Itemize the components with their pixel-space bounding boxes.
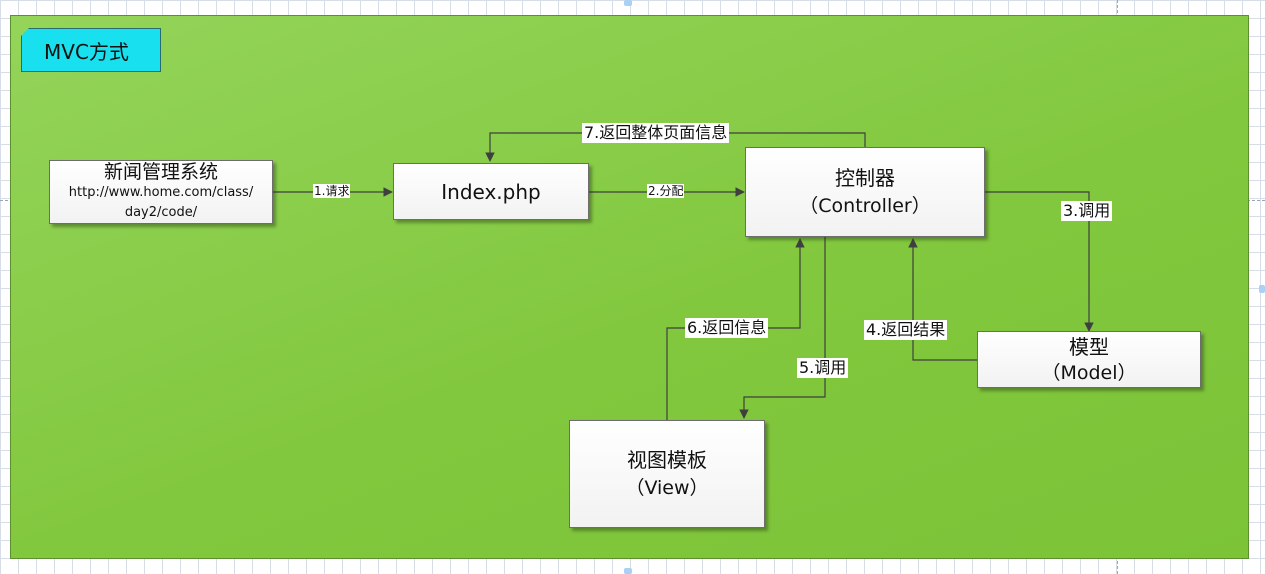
edge-label-call-model: 3.调用 <box>1061 201 1113 221</box>
edge-label-return-page: 7.返回整体页面信息 <box>582 123 730 143</box>
edge-label-dispatch: 2.分配 <box>647 184 685 198</box>
edge-call-view[interactable] <box>739 237 826 419</box>
node-index-php[interactable]: Index.php <box>393 163 589 220</box>
node-controller[interactable]: 控制器 （Controller） <box>745 147 985 237</box>
node-news-system[interactable]: 新闻管理系统 http://www.home.com/class/ day2/c… <box>49 160 273 224</box>
ruler-marker-right <box>1259 285 1265 293</box>
edge-label-return-info: 6.返回信息 <box>685 318 769 338</box>
node-controller-subtitle: （Controller） <box>799 195 931 217</box>
edge-return-result[interactable] <box>908 238 977 361</box>
node-model-title: 模型 <box>1069 334 1109 359</box>
diagram-title: MVC方式 <box>44 39 129 64</box>
edge-label-return-result: 4.返回结果 <box>864 320 948 340</box>
node-index-php-label: Index.php <box>441 179 541 204</box>
node-controller-title: 控制器 <box>835 166 895 190</box>
node-view-title: 视图模板 <box>627 448 707 472</box>
node-news-system-title: 新闻管理系统 <box>103 161 218 183</box>
ruler-marker-bottom <box>624 568 632 574</box>
diagram-title-tag[interactable]: MVC方式 <box>21 28 161 72</box>
node-view-subtitle: （View） <box>625 477 709 499</box>
node-model[interactable]: 模型 （Model） <box>977 331 1201 388</box>
edge-label-call-view: 5.调用 <box>797 358 849 378</box>
node-model-subtitle: （Model） <box>1041 361 1137 384</box>
edge-label-request: 1.请求 <box>313 184 351 198</box>
node-news-system-url-line2: day2/code/ <box>124 205 198 220</box>
edge-call-model[interactable] <box>985 191 1094 332</box>
ruler-marker-top <box>624 0 632 6</box>
node-news-system-url-line1: http://www.home.com/class/ <box>68 185 254 200</box>
node-view[interactable]: 视图模板 （View） <box>569 420 765 528</box>
